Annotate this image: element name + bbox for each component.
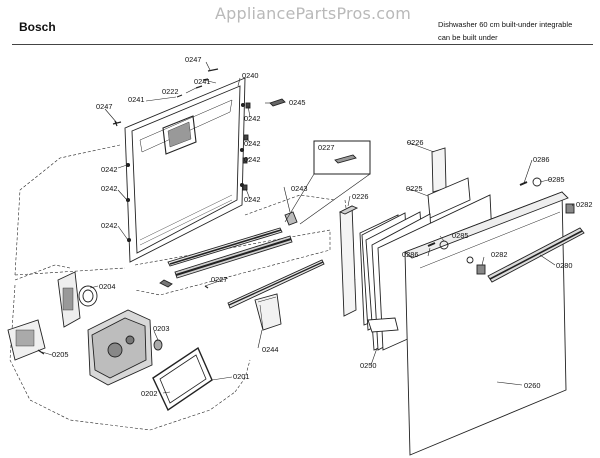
site-watermark: AppliancePartsPros.com xyxy=(215,4,412,23)
label-0282-top: 0282 xyxy=(576,200,592,209)
label-0242-r1: 0242 xyxy=(244,114,260,123)
leader-lines xyxy=(41,61,574,394)
handle-0280 xyxy=(487,227,585,283)
label-0242-r4: 0242 xyxy=(244,195,260,204)
part-labels: 0247 0241 0240 0222 0241 0247 0245 0242 … xyxy=(52,55,592,398)
label-0286-top: 0286 xyxy=(533,155,549,164)
label-0241-top: 0241 xyxy=(194,77,210,86)
label-0227-callout: 0227 xyxy=(318,143,334,152)
label-0247-top: 0247 xyxy=(185,55,201,64)
label-0250: 0250 xyxy=(360,361,376,370)
label-0285-top: 0285 xyxy=(548,175,564,184)
rails-0227 xyxy=(159,211,298,289)
label-0286-mid: 0286 xyxy=(402,250,418,259)
label-0247-left: 0247 xyxy=(96,102,112,111)
control-module-group xyxy=(7,271,213,412)
label-0280: 0280 xyxy=(556,261,572,270)
label-0225: 0225 xyxy=(406,184,422,193)
label-0242-r2: 0242 xyxy=(244,139,260,148)
hinge-clip-0245 xyxy=(269,98,286,107)
label-0240: 0240 xyxy=(242,71,258,80)
label-0242-l2: 0242 xyxy=(101,184,117,193)
label-0242-l1: 0242 xyxy=(101,165,117,174)
label-0282-mid: 0282 xyxy=(491,250,507,259)
label-0201: 0201 xyxy=(233,372,249,381)
label-0243: 0243 xyxy=(291,184,307,193)
label-0204: 0204 xyxy=(99,282,115,291)
label-0244: 0244 xyxy=(262,345,278,354)
label-0242-r3: 0242 xyxy=(244,155,260,164)
label-0202: 0202 xyxy=(141,389,157,398)
rail-0244 xyxy=(227,259,325,331)
label-0241-left: 0241 xyxy=(128,95,144,104)
label-0285-mid: 0285 xyxy=(452,231,468,240)
inner-door-panel xyxy=(124,77,246,263)
label-0205: 0205 xyxy=(52,350,68,359)
description-line-1: Dishwasher 60 cm built-under integrable xyxy=(438,20,573,29)
description-line-2: can be built under xyxy=(438,33,498,42)
brand-title: Bosch xyxy=(19,20,56,34)
label-0226-top: 0226 xyxy=(407,138,423,147)
model-description: Dishwasher 60 cm built-under integrable … xyxy=(438,18,598,44)
label-0226-side: 0226 xyxy=(352,192,368,201)
label-0227-rail: 0227 xyxy=(211,275,227,284)
guide-clips xyxy=(242,102,251,191)
label-0203: 0203 xyxy=(153,324,169,333)
label-0260: 0260 xyxy=(524,381,540,390)
label-0242-l3: 0242 xyxy=(101,221,117,230)
callout-box-0227 xyxy=(284,140,371,225)
label-0222: 0222 xyxy=(162,87,178,96)
label-0245: 0245 xyxy=(289,98,305,107)
header-divider xyxy=(12,44,593,45)
side-strip-0226 xyxy=(338,147,447,317)
